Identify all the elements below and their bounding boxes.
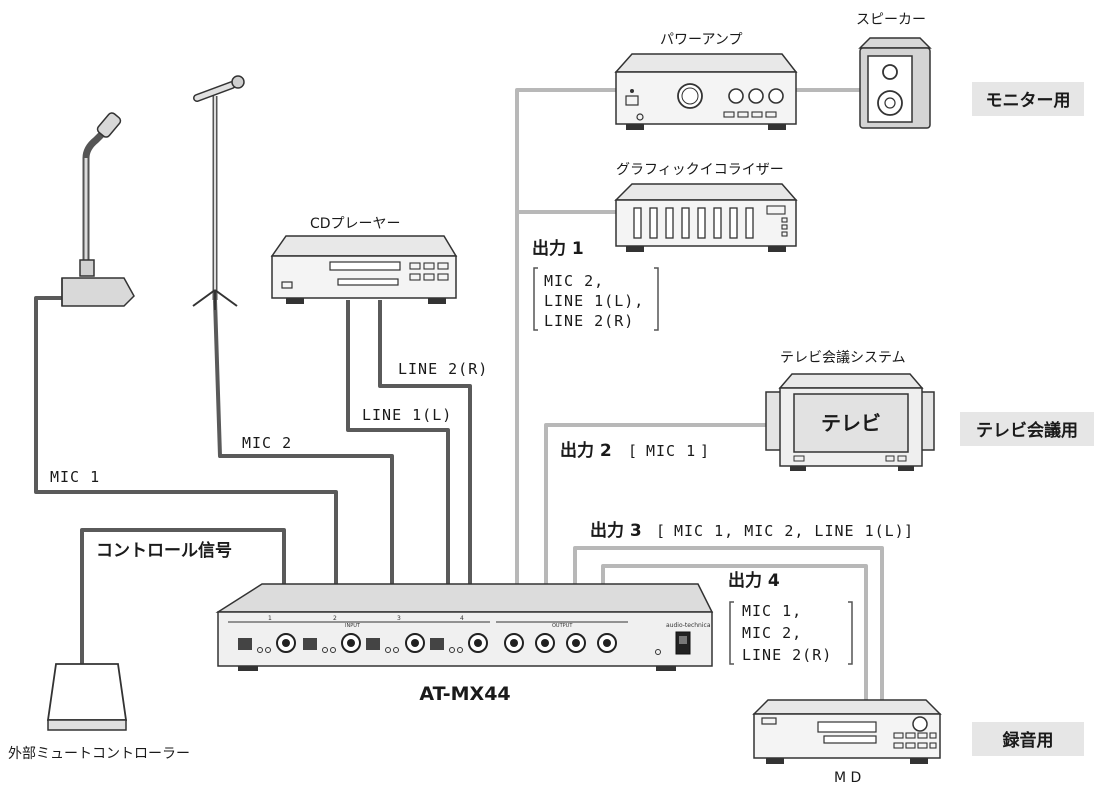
mixer-output-label: OUTPUT xyxy=(552,623,573,629)
conn-mic2-label: MIC 2 xyxy=(242,434,292,452)
badge-tv-conf: テレビ会議用 xyxy=(976,420,1078,441)
cable-line2 xyxy=(378,300,472,588)
badge-tv-bg xyxy=(960,412,1094,446)
out4-item-2: MIC 2, xyxy=(742,624,802,642)
md-recorder xyxy=(752,699,942,764)
out3-bracket-open: [ xyxy=(656,522,666,540)
md-label: M D xyxy=(834,770,861,786)
cable-out3 xyxy=(573,546,884,700)
out4-item-3: LINE 2(R) xyxy=(742,646,832,664)
conn-control-label: コントロール信号 xyxy=(96,540,232,561)
stand-microphone xyxy=(192,75,245,310)
mixer-ch4-label: 4 xyxy=(460,615,464,622)
cables xyxy=(34,88,884,700)
out2-bracket-open: [ xyxy=(628,442,638,460)
mixer-brand-label: audio-technica xyxy=(666,622,711,629)
conn-line1-label: LINE 1(L) xyxy=(362,406,452,424)
out2-title: 出力 2 xyxy=(560,440,612,461)
mixer-model-label: AT-MX44 xyxy=(419,683,510,705)
out1-item-2: LINE 1(L), xyxy=(544,292,644,310)
mixer-input-label: INPUT xyxy=(345,623,361,629)
cd-player xyxy=(270,235,458,304)
tv-screen-text: テレビ xyxy=(821,411,881,435)
out3-bracket-close: ] xyxy=(904,522,914,540)
tv-system-label: テレビ会議システム xyxy=(780,349,906,366)
output-brackets xyxy=(533,267,853,665)
out2-bracket-close: ] xyxy=(700,442,710,460)
out3-title: 出力 3 xyxy=(590,520,642,541)
conn-line2-label: LINE 2(R) xyxy=(398,360,488,378)
mixer-ch1-label: 1 xyxy=(268,615,272,622)
graphic-equalizer xyxy=(614,183,798,252)
conn-mic1-label: MIC 1 xyxy=(50,468,100,486)
badge-monitor: モニター用 xyxy=(986,91,1071,111)
mixer-at-mx44 xyxy=(215,583,714,671)
badge-recording: 録音用 xyxy=(1003,730,1054,751)
cable-mic1 xyxy=(34,296,338,588)
out1-item-1: MIC 2, xyxy=(544,272,604,290)
mute-controller-label: 外部ミュートコントローラー xyxy=(8,746,190,762)
mixer-ch3-label: 3 xyxy=(397,615,401,622)
equalizer-label: グラフィックイコライザー xyxy=(616,162,784,178)
cable-out2 xyxy=(544,423,780,588)
out3-item-1: MIC 1, MIC 2, LINE 1(L) xyxy=(674,522,905,540)
out1-title: 出力 1 xyxy=(532,238,584,259)
cd-player-label: CDプレーヤー xyxy=(310,216,401,232)
cable-eq-amp xyxy=(515,88,616,212)
cable-mic2 xyxy=(213,299,394,588)
power-amp-label: パワーアンプ xyxy=(660,32,742,48)
badge-monitor-bg xyxy=(972,82,1084,116)
speaker-label: スピーカー xyxy=(856,12,926,28)
badge-rec-bg xyxy=(972,722,1084,756)
out2-item-1: MIC 1 xyxy=(646,442,696,460)
cable-control xyxy=(80,528,286,665)
desk-microphone xyxy=(61,112,135,307)
out4-item-1: MIC 1, xyxy=(742,602,802,620)
mixer-ch2-label: 2 xyxy=(333,615,337,622)
power-amplifier xyxy=(614,53,798,130)
cable-line1 xyxy=(346,300,450,588)
out4-title: 出力 4 xyxy=(728,570,780,591)
tv-monitor xyxy=(765,373,935,471)
mute-controller xyxy=(46,663,128,731)
out1-item-3: LINE 2(R) xyxy=(544,312,634,330)
speaker xyxy=(858,37,932,129)
cable-out4 xyxy=(601,564,868,700)
